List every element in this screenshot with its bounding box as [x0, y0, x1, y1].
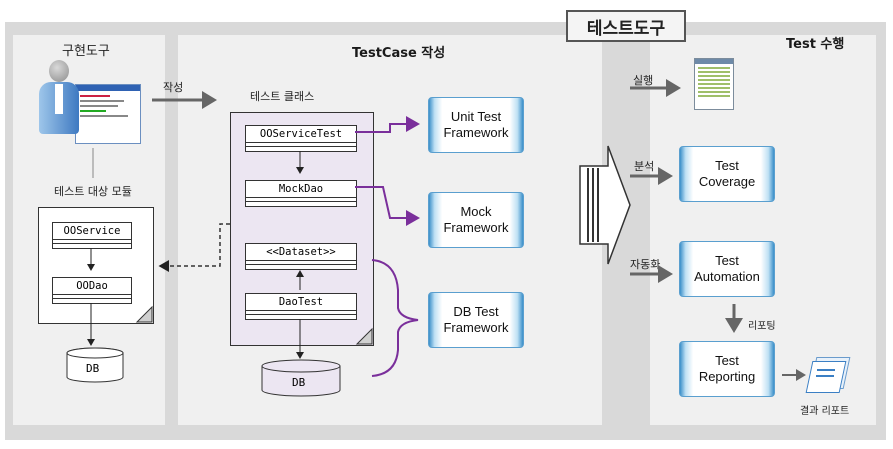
result-report-label: 결과 리포트 [800, 406, 850, 417]
class-ooservice: OOService [52, 222, 132, 249]
db-test-framework: DB Test Framework [428, 292, 524, 348]
screen-window [75, 84, 141, 144]
write-arrow-label: 작성 [163, 81, 183, 94]
left-db [66, 347, 124, 383]
test-tools-tab: 테스트도구 [566, 10, 686, 42]
class-daotest: DaoTest [245, 293, 357, 320]
unit-connector [355, 116, 420, 133]
test-class-label: 테스트 클래스 [250, 90, 315, 103]
test-execution-title: Test 수행 [786, 37, 845, 52]
class-oodao: OODao [52, 277, 132, 304]
run-label: 실행 [633, 74, 654, 87]
class-ooservicetest: OOServiceTest [245, 125, 357, 152]
test-coverage-box: Test Coverage [679, 146, 775, 202]
middle-db [261, 359, 341, 397]
run-screenshot-thumbnail [694, 58, 734, 110]
reporting-label: 리포팅 [748, 321, 776, 332]
test-tools-title: 테스트도구 [586, 18, 666, 39]
module-label: 테스트 대상 모듈 [54, 185, 132, 198]
testcase-title: TestCase 작성 [352, 46, 446, 61]
mock-framework: Mock Framework [428, 192, 524, 248]
test-reporting-box: Test Reporting [679, 341, 775, 397]
middle-doc-fold [355, 327, 373, 345]
developer-tool-image [35, 58, 145, 146]
analyze-label: 분석 [634, 160, 655, 173]
automation-label: 자동화 [630, 258, 661, 271]
unit-test-framework: Unit Test Framework [428, 97, 524, 153]
developer-person-icon [39, 58, 79, 138]
class-mockdao: MockDao [245, 180, 357, 207]
left-db-label: DB [86, 362, 100, 375]
db-test-brace [371, 259, 419, 377]
middle-db-label: DB [292, 376, 306, 389]
report-document-icon [805, 355, 851, 393]
test-automation-box: Test Automation [679, 241, 775, 297]
class-dataset: <<Dataset>> [245, 243, 357, 270]
left-doc-fold [135, 305, 153, 323]
tool-label: 구현도구 [62, 44, 110, 59]
mock-dashed-arrow [158, 223, 230, 272]
mock-connector [355, 186, 420, 226]
